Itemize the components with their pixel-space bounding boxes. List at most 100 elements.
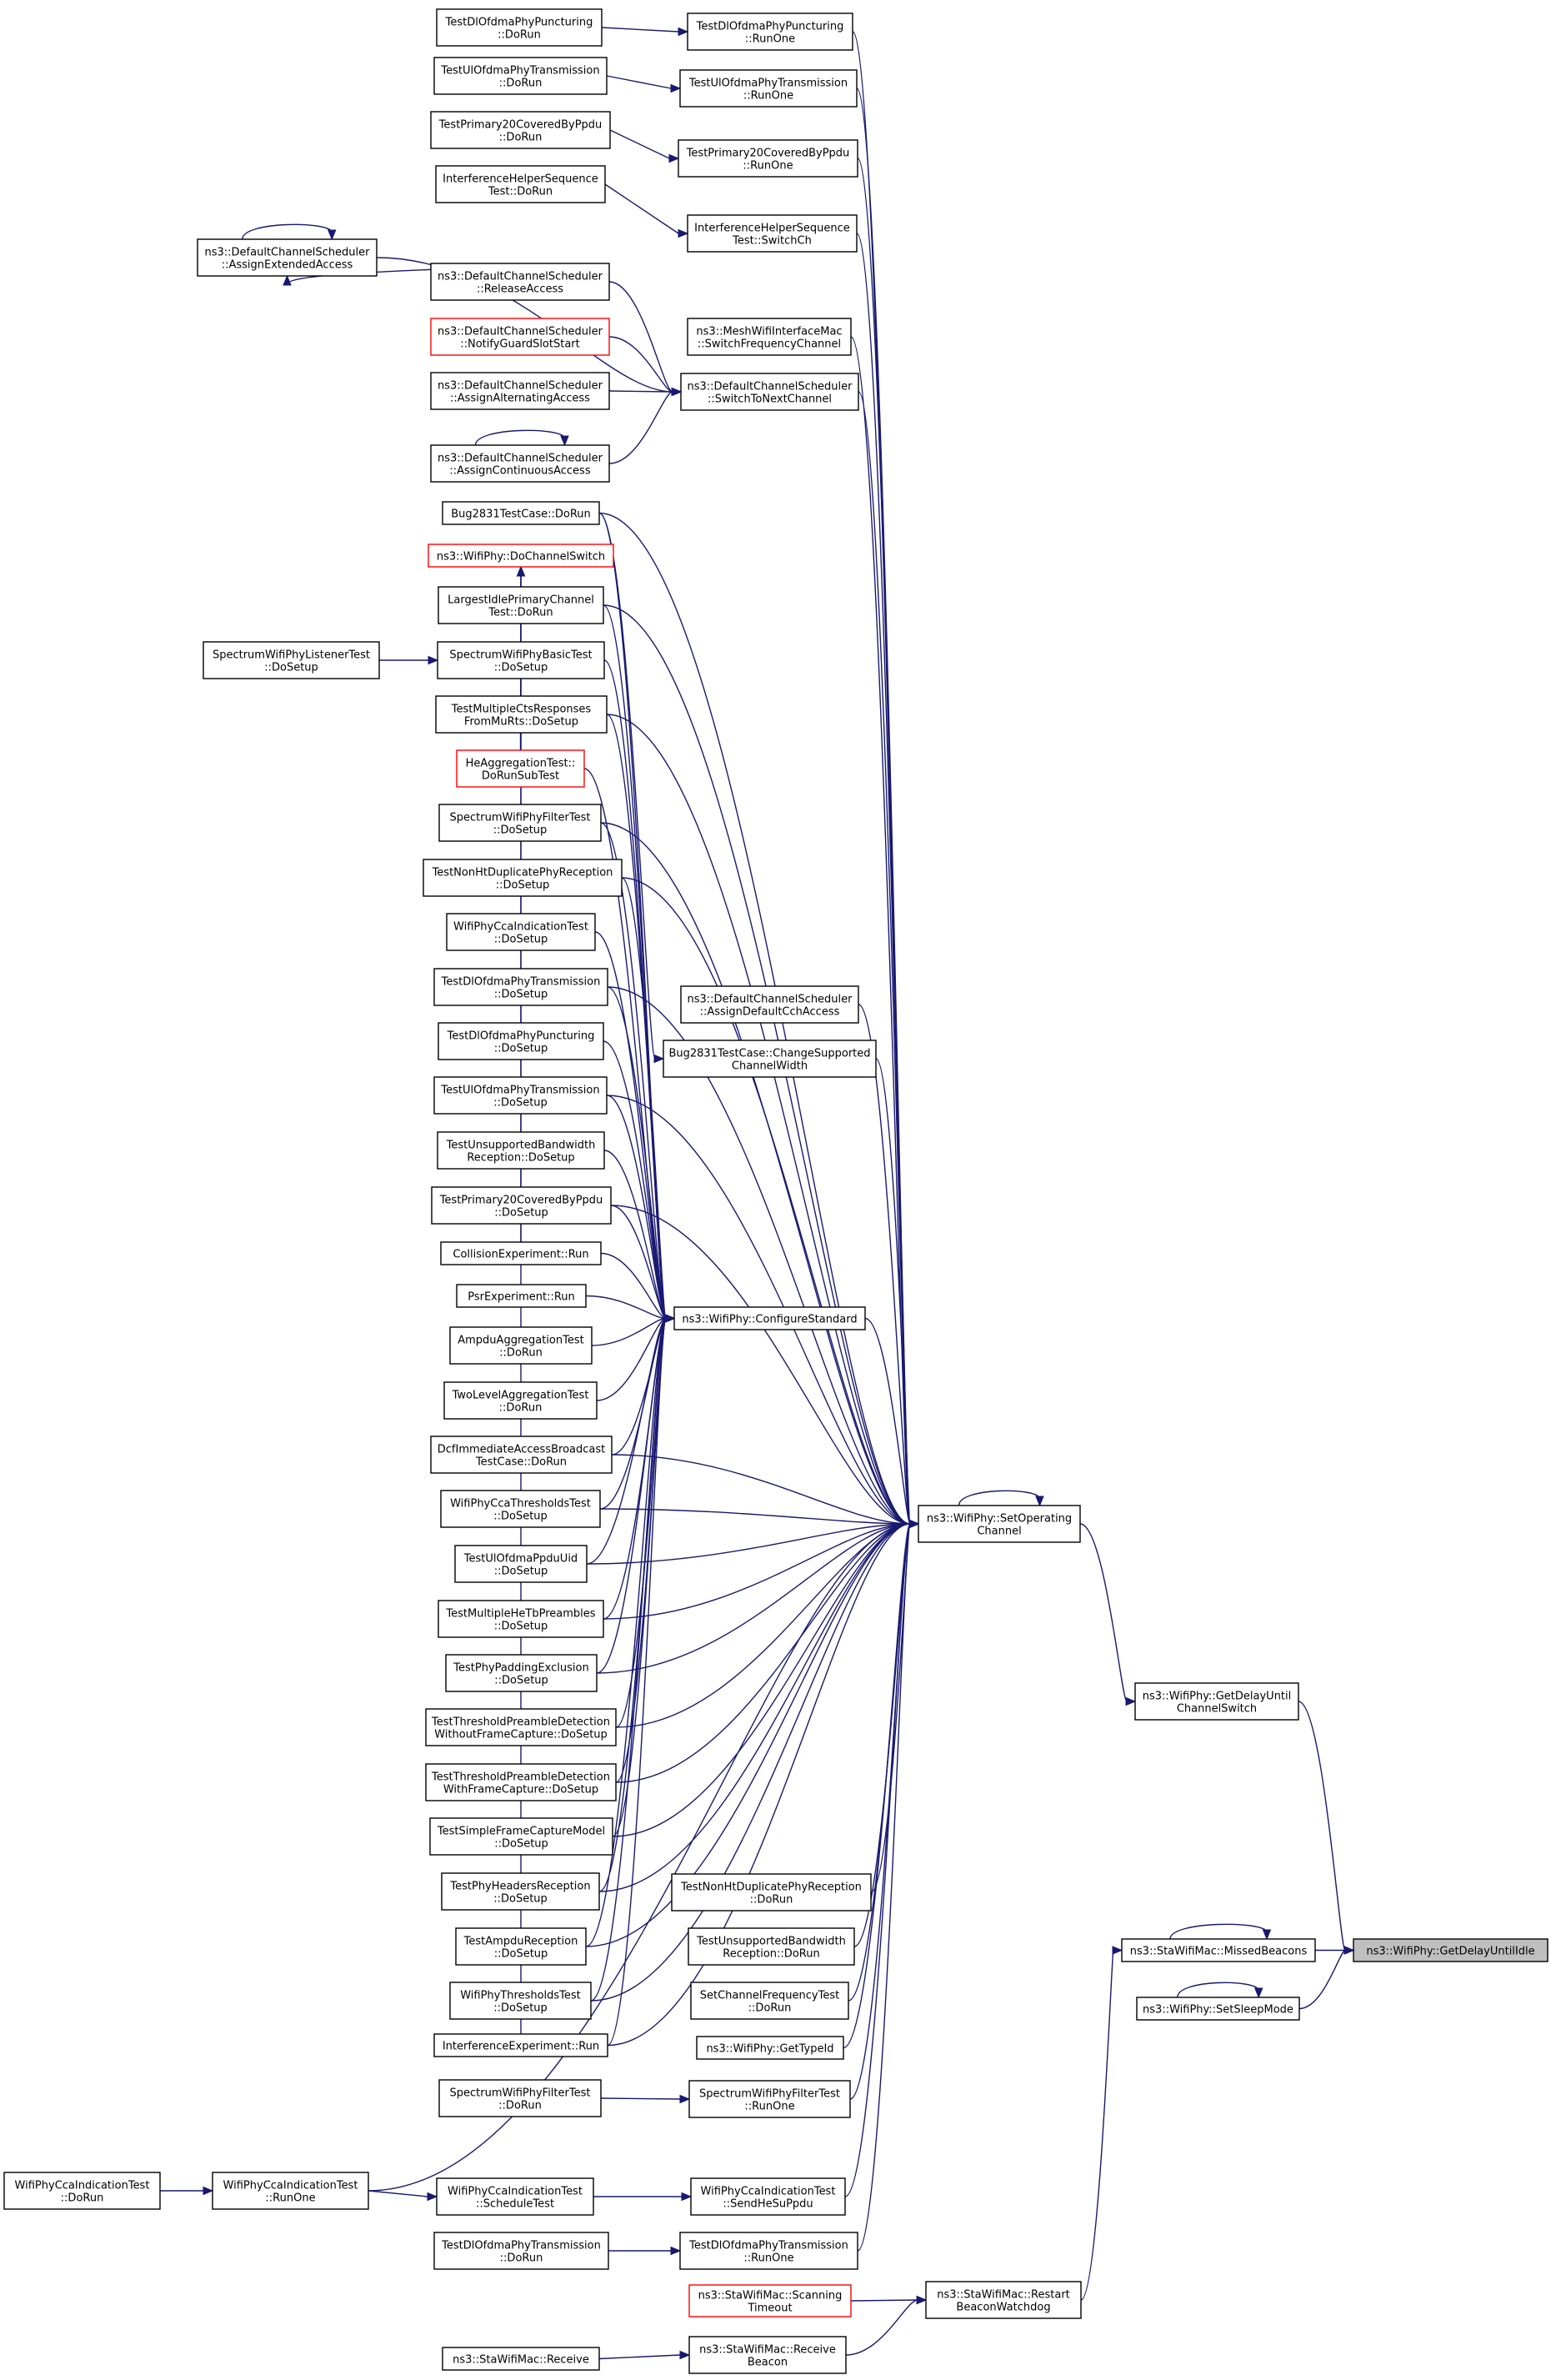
node-ulTxRunOne[interactable]: TestUlOfdmaPhyTransmission::RunOne bbox=[679, 69, 858, 108]
node-multiHeTb[interactable]: TestMultipleHeTbPreambles::DoSetup bbox=[438, 1600, 604, 1638]
node-box bbox=[431, 1186, 612, 1225]
node-missedBeacons[interactable]: ns3::StaWifiMac::MissedBeacons bbox=[1121, 1938, 1316, 1962]
node-staReceive[interactable]: ns3::StaWifiMac::Receive bbox=[442, 2347, 600, 2371]
node-bug2831DoRun[interactable]: Bug2831TestCase::DoRun bbox=[442, 501, 600, 525]
node-box bbox=[425, 1763, 617, 1801]
node-p20Setup[interactable]: TestPrimary20CoveredByPpdu::DoSetup bbox=[431, 1186, 612, 1225]
node-ampduAgg[interactable]: AmpduAggregationTest::DoRun bbox=[449, 1326, 593, 1365]
node-label: ::DoRun bbox=[499, 132, 543, 144]
node-swpBasicSetup[interactable]: SpectrumWifiPhyBasicTest::DoSetup bbox=[437, 641, 605, 679]
node-setChFreqDoRun[interactable]: SetChannelFrequencyTest::DoRun bbox=[690, 1982, 849, 2020]
node-interfExp[interactable]: InterferenceExperiment::Run bbox=[433, 2033, 608, 2057]
node-ccaSchedule[interactable]: WifiPhyCcaIndicationTest::ScheduleTest bbox=[436, 2177, 594, 2216]
node-phyHeaders[interactable]: TestPhyHeadersReception::DoSetup bbox=[441, 1872, 600, 1911]
node-releaseAccess[interactable]: ns3::DefaultChannelScheduler::ReleaseAcc… bbox=[430, 263, 610, 301]
edge-n_switchToNext-to-n_setOpChannel bbox=[858, 391, 920, 1529]
node-box bbox=[1134, 1682, 1299, 1721]
node-box bbox=[203, 641, 380, 679]
node-label: ::DoSetup bbox=[494, 662, 548, 674]
node-box bbox=[688, 2284, 852, 2317]
node-box bbox=[688, 2080, 851, 2118]
edge-n_ulTxDoRun-to-n_ulTxRunOne bbox=[606, 75, 682, 93]
node-getTypeId[interactable]: ns3::WifiPhy::GetTypeId bbox=[696, 2036, 844, 2060]
node-label: TestSimpleFrameCaptureModel bbox=[437, 1826, 605, 1838]
node-punctSetup[interactable]: TestDlOfdmaPhyPuncturing::DoSetup bbox=[438, 1022, 604, 1060]
node-label: Channel bbox=[977, 1526, 1021, 1538]
node-ampduRx[interactable]: TestAmpduReception::DoSetup bbox=[455, 1927, 587, 1966]
node-label: TestDlOfdmaPhyTransmission bbox=[441, 2240, 601, 2252]
node-doChannelSwitch[interactable]: ns3::WifiPhy::DoChannelSwitch bbox=[428, 544, 614, 568]
edge-n_defaultCch-to-n_setOpChannel bbox=[858, 1004, 920, 1529]
node-ccaThresh[interactable]: WifiPhyCcaThresholdsTest::DoSetup bbox=[440, 1490, 601, 1528]
node-label: Test::DoRun bbox=[488, 186, 553, 198]
node-ccaSetup[interactable]: WifiPhyCcaIndicationTest::DoSetup bbox=[446, 913, 596, 951]
node-unsupBwSetup[interactable]: TestUnsupportedBandwidthReception::DoSet… bbox=[437, 1131, 605, 1170]
node-ulPpduUid[interactable]: TestUlOfdmaPpduUid::DoSetup bbox=[454, 1545, 588, 1583]
node-switchToNext[interactable]: ns3::DefaultChannelScheduler::SwitchToNe… bbox=[680, 373, 859, 411]
node-bug2831Change[interactable]: Bug2831TestCase::ChangeSupportedChannelW… bbox=[663, 1040, 877, 1078]
node-filterDoRun[interactable]: SpectrumWifiPhyFilterTest::DoRun bbox=[438, 2079, 602, 2117]
node-swpListener[interactable]: SpectrumWifiPhyListenerTest::DoSetup bbox=[203, 641, 380, 679]
nodes: ns3::WifiPhy::GetDelayUntilIdlens3::StaW… bbox=[3, 8, 1548, 2374]
node-punctDoRun[interactable]: TestDlOfdmaPhyPuncturing::DoRun bbox=[436, 8, 603, 47]
node-dlTxSetup[interactable]: TestDlOfdmaPhyTransmission::DoSetup bbox=[433, 968, 608, 1006]
node-meshSwitch[interactable]: ns3::MeshWifiInterfaceMac::SwitchFrequen… bbox=[687, 318, 852, 356]
node-box bbox=[436, 2177, 594, 2216]
node-configureStandard[interactable]: ns3::WifiPhy::ConfigureStandard bbox=[673, 1306, 866, 1330]
node-collision[interactable]: CollisionExperiment::Run bbox=[440, 1241, 602, 1265]
node-nonHtDoRun[interactable]: TestNonHtDuplicatePhyReception::DoRun bbox=[671, 1873, 872, 1912]
node-twoLevel[interactable]: TwoLevelAggregationTest::DoRun bbox=[443, 1381, 598, 1420]
node-label: InterferenceExperiment::Run bbox=[443, 2041, 599, 2053]
node-threshFc[interactable]: TestThresholdPreambleDetectionWithFrameC… bbox=[425, 1763, 617, 1801]
node-label: ::DoRun bbox=[750, 1894, 793, 1907]
node-dcfBroadcast[interactable]: DcfImmediateAccessBroadcastTestCase::DoR… bbox=[430, 1436, 613, 1474]
node-threshNoFc[interactable]: TestThresholdPreambleDetectionWithoutFra… bbox=[425, 1708, 617, 1746]
node-box bbox=[423, 859, 623, 897]
node-box bbox=[671, 1873, 872, 1912]
node-label: PsrExperiment::Run bbox=[468, 1291, 575, 1304]
node-label: SpectrumWifiPhyFilterTest bbox=[699, 2088, 840, 2101]
node-defaultCch[interactable]: ns3::DefaultChannelScheduler::AssignDefa… bbox=[680, 985, 859, 1024]
node-dlTxRunOne[interactable]: TestDlOfdmaPhyTransmission::RunOne bbox=[679, 2232, 858, 2270]
node-filterRunOne[interactable]: SpectrumWifiPhyFilterTest::RunOne bbox=[688, 2080, 851, 2118]
node-filterSetup[interactable]: SpectrumWifiPhyFilterTest::DoSetup bbox=[438, 804, 602, 842]
node-assignExt[interactable]: ns3::DefaultChannelScheduler::AssignExte… bbox=[197, 238, 378, 277]
node-assignAlt[interactable]: ns3::DefaultChannelScheduler::AssignAlte… bbox=[430, 372, 610, 410]
edge-n_nonHtSetup-to-n_setOpChannel bbox=[621, 877, 920, 1529]
node-p20RunOne[interactable]: TestPrimary20CoveredByPpdu::RunOne bbox=[678, 139, 858, 178]
edge-n_ccaDoRun-to-n_ccaRunOne bbox=[160, 2186, 214, 2196]
node-psr[interactable]: PsrExperiment::Run bbox=[456, 1284, 587, 1308]
node-label: SpectrumWifiPhyFilterTest bbox=[450, 2087, 591, 2100]
edge-n_dlTxDoRun-to-n_dlTxRunOne bbox=[608, 2246, 682, 2256]
node-box bbox=[3, 2172, 161, 2210]
node-simpleFc[interactable]: TestSimpleFrameCaptureModel::DoSetup bbox=[429, 1817, 613, 1856]
node-nonHtSetup[interactable]: TestNonHtDuplicatePhyReception::DoSetup bbox=[423, 859, 623, 897]
node-heAggSub[interactable]: HeAggregationTest::DoRunSubTest bbox=[456, 749, 585, 788]
node-phyThresh[interactable]: WifiPhyThresholdsTest::DoSetup bbox=[449, 1982, 592, 2020]
node-ulTxSetup[interactable]: TestUlOfdmaPhyTransmission::DoSetup bbox=[433, 1076, 608, 1115]
node-assignCont[interactable]: ns3::DefaultChannelScheduler::AssignCont… bbox=[430, 444, 610, 483]
node-setSleepMode[interactable]: ns3::WifiPhy::SetSleepMode bbox=[1136, 1997, 1300, 2021]
node-notifyGuard[interactable]: ns3::DefaultChannelScheduler::NotifyGuar… bbox=[430, 318, 610, 356]
node-punctRunOne[interactable]: TestDlOfdmaPhyPuncturing::RunOne bbox=[687, 13, 853, 51]
node-phyPadding[interactable]: TestPhyPaddingExclusion::DoSetup bbox=[445, 1654, 598, 1692]
node-dlTxDoRun[interactable]: TestDlOfdmaPhyTransmission::DoRun bbox=[433, 2232, 609, 2270]
node-getDelayUntilIdle[interactable]: ns3::WifiPhy::GetDelayUntilIdle bbox=[1353, 1938, 1548, 1962]
node-ulTxDoRun[interactable]: TestUlOfdmaPhyTransmission::DoRun bbox=[433, 57, 608, 95]
node-p20DoRun[interactable]: TestPrimary20CoveredByPpdu::DoRun bbox=[430, 111, 611, 149]
node-multiCts[interactable]: TestMultipleCtsResponsesFromMuRts::DoSet… bbox=[435, 695, 608, 734]
node-ccaSendHeSu[interactable]: WifiPhyCcaIndicationTest::SendHeSuPpdu bbox=[690, 2177, 846, 2216]
node-label: ::DoSetup bbox=[264, 662, 318, 674]
node-ccaDoRun[interactable]: WifiPhyCcaIndicationTest::DoRun bbox=[3, 2172, 161, 2210]
node-label: ::DoRun bbox=[61, 2192, 104, 2205]
node-ccaRunOne[interactable]: WifiPhyCcaIndicationTest::RunOne bbox=[212, 2172, 369, 2210]
